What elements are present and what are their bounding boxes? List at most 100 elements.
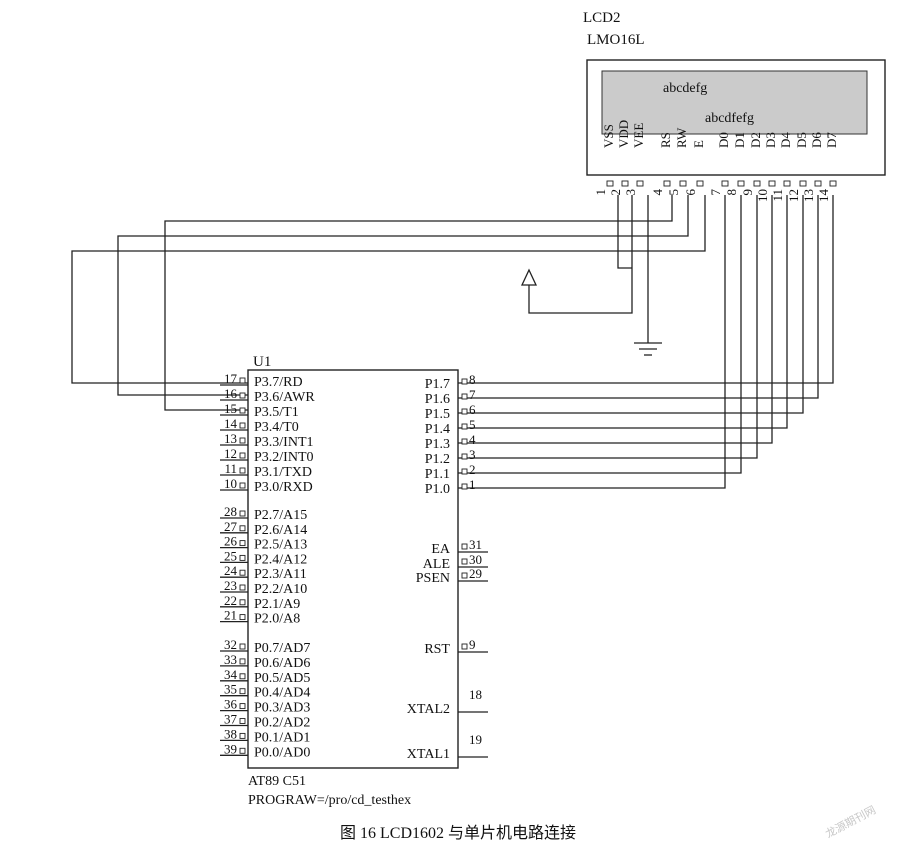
mcu-pin-label-p0-5-ad5: P0.5/AD5 <box>254 671 310 686</box>
lcd-pin-marker <box>829 180 837 187</box>
lcd-pin-number-1: 1 <box>593 189 608 196</box>
mcu-pin-marker <box>239 540 246 547</box>
mcu-pin-marker <box>461 408 468 415</box>
mcu-pin-number-10: 10 <box>224 476 237 491</box>
mcu-pin-number-23: 23 <box>224 578 237 593</box>
mcu-pin-number-25: 25 <box>224 548 237 563</box>
mcu-pin-label-p2-7-a15: P2.7/A15 <box>254 508 307 523</box>
data-wire-d2 <box>458 195 758 459</box>
mcu-pin-label-p3-7-rd: P3.7/RD <box>254 375 303 390</box>
mcu-pin-marker <box>239 437 246 444</box>
mcu-pin-label-p3-4-t0: P3.4/T0 <box>254 420 299 435</box>
mcu-pin-marker <box>239 599 246 606</box>
lcd-pin-marker <box>783 180 791 187</box>
lcd-pin-number-11: 11 <box>770 189 785 202</box>
mcu-pin-label-p2-0-a8: P2.0/A8 <box>254 612 300 627</box>
mcu-pin-marker <box>239 377 246 384</box>
mcu-pin-number-8: 8 <box>469 372 476 387</box>
lcd-pin-number-9: 9 <box>740 189 755 196</box>
mcu-ref: U1 <box>253 354 271 370</box>
mcu-pin-marker <box>239 467 246 474</box>
data-wire-d1 <box>458 195 742 474</box>
mcu-program: PROGRAW=/pro/cd_testhex <box>248 793 411 808</box>
lcd-pin-label-d5: D5 <box>794 132 809 148</box>
data-wire-d6 <box>458 195 819 399</box>
lcd-pin-marker <box>753 180 761 187</box>
mcu-pin-label-xtal2: XTAL2 <box>407 702 450 717</box>
lcd-pin-number-3: 3 <box>623 189 638 196</box>
mcu-pin-number-18: 18 <box>469 687 482 702</box>
lcd-pin-label-vee: VEE <box>631 123 646 148</box>
mcu-pin-label-ale: ALE <box>423 557 450 572</box>
lcd-pin-number-12: 12 <box>786 189 801 202</box>
mcu-pin-number-17: 17 <box>224 371 238 386</box>
lcd-pin-number-8: 8 <box>724 189 739 196</box>
lcd-pin-label-d7: D7 <box>824 132 839 148</box>
mcu-pin-number-11: 11 <box>224 461 237 476</box>
mcu-pin-number-38: 38 <box>224 726 237 741</box>
mcu-pin-number-9: 9 <box>469 637 476 652</box>
mcu-pin-marker <box>461 393 468 400</box>
lcd-pins: VSS1VDD2VEE3RS4RW5E6D07D18D29D310D411D51… <box>593 120 839 202</box>
mcu-pin-marker <box>239 392 246 399</box>
mcu-pin-number-19: 19 <box>469 732 482 747</box>
mcu-pin-number-2: 2 <box>469 462 476 477</box>
mcu-pin-number-21: 21 <box>224 608 237 623</box>
mcu-pin-label-rst: RST <box>424 642 450 657</box>
lcd-pin-number-6: 6 <box>683 189 698 196</box>
mcu-pin-label-p0-2-ad2: P0.2/AD2 <box>254 716 310 731</box>
mcu-pin-label-p1-1: P1.1 <box>425 467 450 482</box>
mcu-pin-marker <box>461 438 468 445</box>
mcu-pin-marker <box>239 525 246 532</box>
mcu-pin-number-29: 29 <box>469 566 482 581</box>
mcu-pin-marker <box>239 718 246 724</box>
mcu-pin-number-6: 6 <box>469 402 476 417</box>
mcu-pin-marker <box>239 554 246 561</box>
mcu-pin-marker <box>239 673 246 680</box>
lcd-pin-number-2: 2 <box>608 189 623 196</box>
lcd-ref: LCD2 <box>583 10 621 26</box>
lcd-pin-marker <box>636 180 644 187</box>
mcu-pin-label-p0-6-ad6: P0.6/AD6 <box>254 656 310 671</box>
lcd-pin-marker <box>768 180 776 187</box>
mcu-pin-marker <box>461 453 468 460</box>
mcu-pin-label-p0-0-ad0: P0.0/AD0 <box>254 745 310 760</box>
mcu-pin-number-22: 22 <box>224 593 237 608</box>
mcu-pin-number-5: 5 <box>469 417 476 432</box>
mcu-pin-number-28: 28 <box>224 504 237 519</box>
mcu-pin-number-24: 24 <box>224 563 238 578</box>
mcu-pin-marker <box>239 569 246 576</box>
mcu-pin-label-p2-3-a11: P2.3/A11 <box>254 567 307 582</box>
mcu-pin-marker <box>461 423 468 430</box>
lcd-pin-label-d2: D2 <box>748 132 763 148</box>
lcd-pin-label-d1: D1 <box>732 132 747 148</box>
mcu-pin-marker <box>239 452 246 459</box>
mcu-pin-label-p0-7-ad7: P0.7/AD7 <box>254 641 310 656</box>
mcu-pin-number-16: 16 <box>224 386 238 401</box>
mcu-pin-label-p0-3-ad3: P0.3/AD3 <box>254 701 310 716</box>
mcu-pin-number-39: 39 <box>224 741 237 756</box>
mcu-pin-label-p0-1-ad1: P0.1/AD1 <box>254 730 310 745</box>
lcd-pin-number-10: 10 <box>755 189 770 202</box>
mcu-pin-number-32: 32 <box>224 637 237 652</box>
mcu-pin-label-p3-6-awr: P3.6/AWR <box>254 390 315 405</box>
mcu-pin-label-p2-6-a14: P2.6/A14 <box>254 523 307 538</box>
mcu-pin-marker <box>239 658 246 665</box>
mcu-pin-marker <box>239 703 246 710</box>
mcu-pin-label-p3-3-int1: P3.3/INT1 <box>254 435 314 450</box>
mcu-pin-number-7: 7 <box>469 387 476 402</box>
data-wire-d0 <box>458 195 726 489</box>
lcd-pin-marker <box>721 180 729 187</box>
mcu-body <box>247 369 459 769</box>
mcu-pin-label-p3-2-int0: P3.2/INT0 <box>254 450 314 465</box>
mcu-pin-label-xtal1: XTAL1 <box>407 747 450 762</box>
power-supply-arrow-icon <box>520 268 538 286</box>
lcd-pin-label-e: E <box>691 140 706 148</box>
mcu-pin-label-p1-5: P1.5 <box>425 407 450 422</box>
mcu-pin-label-p1-0: P1.0 <box>425 482 450 497</box>
mcu-pin-number-3: 3 <box>469 447 476 462</box>
mcu-pin-marker <box>461 558 468 565</box>
mcu-pin-marker <box>239 422 246 429</box>
lcd-pin-number-5: 5 <box>666 189 681 196</box>
mcu-pin-label-p2-2-a10: P2.2/A10 <box>254 582 307 597</box>
